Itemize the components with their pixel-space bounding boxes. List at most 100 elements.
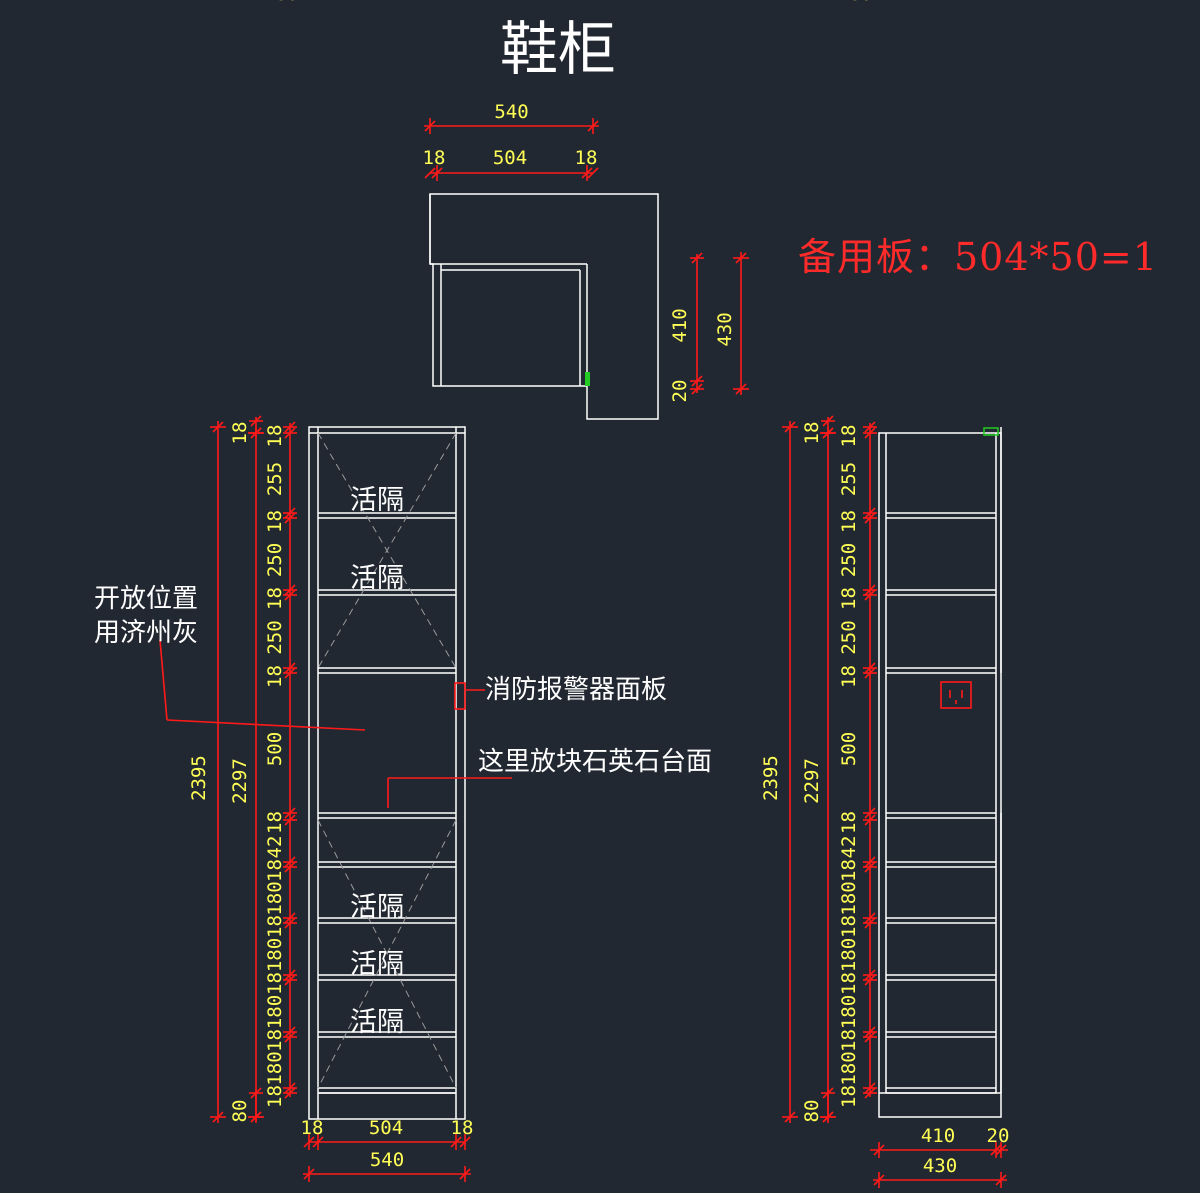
dim-tick [864, 912, 876, 924]
dim-tick [735, 252, 747, 264]
dim-label: 18 [229, 422, 251, 445]
dim-label: 18 [838, 859, 860, 882]
dim-label: 18 [264, 859, 286, 882]
dim-label: 2395 [188, 755, 210, 801]
dim-tick [864, 1031, 876, 1043]
dim-tick [459, 1136, 471, 1148]
dim-tick [284, 974, 296, 986]
dim-tick [284, 856, 296, 868]
dim-tick [284, 814, 296, 826]
dim-label: 250 [838, 543, 860, 577]
dim-tick [284, 662, 296, 674]
dim-tick [284, 507, 296, 519]
dim-tick [995, 1174, 1007, 1186]
open-cross [317, 819, 457, 1089]
green-marker [983, 427, 999, 436]
dim-label: 180 [264, 1051, 286, 1085]
dim-label: 18 [838, 811, 860, 834]
dim-tick [864, 856, 876, 868]
dim-label: 540 [370, 1149, 404, 1171]
dim-tick [864, 1026, 876, 1038]
dim-tick [284, 969, 296, 981]
dim-tick [864, 667, 876, 679]
dim-tick [250, 415, 262, 427]
dim-tick [587, 120, 599, 132]
dim-tick [284, 589, 296, 601]
dim-tick [284, 1087, 296, 1099]
dim-label: 2395 [760, 755, 782, 801]
dim-label: 180 [838, 1051, 860, 1085]
dim-label: 18 [264, 1029, 286, 1052]
dim-tick [424, 167, 436, 179]
dim-tick [284, 1031, 296, 1043]
dim-label: 80 [229, 1100, 251, 1123]
drawing-title: 鞋柜 [500, 15, 617, 83]
dim-label: 410 [921, 1125, 955, 1147]
alarm-panel-note: 消防报警器面板 [485, 675, 668, 705]
dim-tick [250, 1087, 262, 1099]
dim-tick [284, 667, 296, 679]
dim-label: 18 [838, 915, 860, 938]
dim-label: 18 [264, 972, 286, 995]
dim-tick [284, 1082, 296, 1094]
dim-label: 18 [264, 1085, 286, 1108]
open-position-note: 开放位置 用济州灰 [94, 582, 198, 650]
dim-tick [995, 1144, 1007, 1156]
dim-label: 2297 [801, 758, 823, 804]
plan-outline [429, 193, 659, 420]
dim-label: 18 [838, 1029, 860, 1052]
dim-tick [822, 415, 834, 427]
dim-tick [691, 383, 703, 395]
dim-tick [864, 589, 876, 601]
dim-tick [431, 167, 443, 179]
dim-label: 18 [838, 510, 860, 533]
dim-tick [822, 427, 834, 439]
dim-tick [864, 421, 876, 433]
front-outline [308, 426, 466, 1120]
open-cross [317, 432, 457, 669]
dim-tick [864, 662, 876, 674]
dim-label: 180 [264, 881, 286, 915]
dim-label: 180 [838, 995, 860, 1029]
dim-tick [822, 1087, 834, 1099]
dim-tick [784, 421, 796, 433]
dim-tick [303, 1168, 315, 1180]
dim-tick [864, 861, 876, 873]
dim-label: 18 [423, 147, 446, 169]
dim-tick [459, 1168, 471, 1180]
dim-tick [784, 1111, 796, 1123]
dim-tick [284, 861, 296, 873]
dim-label: 20 [669, 380, 691, 403]
dim-label: 80 [801, 1100, 823, 1123]
dim-label: 18 [264, 665, 286, 688]
dim-tick [691, 375, 703, 387]
dim-label: 42 [838, 836, 860, 859]
dim-label: 180 [838, 938, 860, 972]
dim-label: 18 [838, 1085, 860, 1108]
dim-tick [284, 427, 296, 439]
dim-label: 180 [264, 938, 286, 972]
quartz-top-note: 这里放块石英石台面 [478, 747, 713, 777]
dim-tick [864, 969, 876, 981]
dim-label: 18 [301, 1117, 324, 1139]
dim-tick [450, 1136, 462, 1148]
dim-tick [212, 421, 224, 433]
dim-label: 18 [838, 665, 860, 688]
dim-label: 2297 [229, 758, 251, 804]
dim-tick [212, 1111, 224, 1123]
dim-label: 18 [264, 811, 286, 834]
dim-label: 18 [838, 972, 860, 995]
open-note-line1: 开放位置 [94, 584, 199, 614]
dim-tick [864, 507, 876, 519]
dim-label: 18 [264, 510, 286, 533]
dim-label: 18 [264, 915, 286, 938]
dim-tick [250, 1111, 262, 1123]
dim-label: 18 [801, 422, 823, 445]
dim-tick [581, 167, 593, 179]
dim-tick [864, 917, 876, 929]
dim-label: 410 [669, 308, 691, 342]
shelf-label: 活隔 [350, 563, 404, 594]
dim-label: 255 [838, 462, 860, 496]
dim-tick [691, 252, 703, 264]
dim-tick [864, 1087, 876, 1099]
